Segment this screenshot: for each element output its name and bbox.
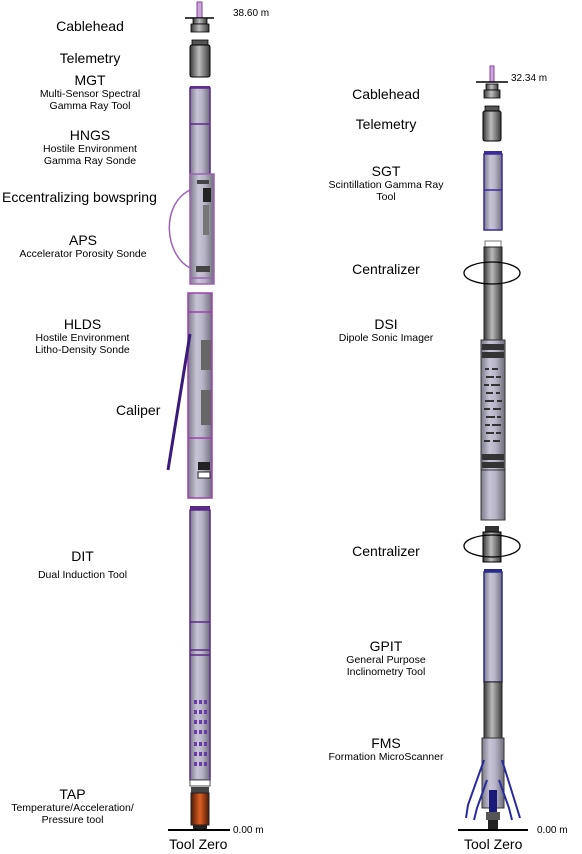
left-tool-string	[166, 1, 230, 831]
hlds-desc-1: Hostile Environment	[35, 332, 130, 345]
gpit-label: GPIT General Purpose Inclinometry Tool	[306, 638, 466, 678]
caliper-arm	[166, 333, 192, 471]
cablehead-title: Cablehead	[352, 86, 420, 102]
fms-desc: Formation MicroScanner	[328, 751, 444, 764]
mgt-desc-2: Gamma Ray Tool	[49, 100, 131, 113]
dit-label: DIT Dual Induction Tool	[10, 548, 155, 581]
centralizer-1-label: Centralizer	[316, 261, 456, 277]
dit-desc: Dual Induction Tool	[37, 569, 128, 582]
telemetry-title: Telemetry	[355, 116, 417, 132]
right-telemetry-tool	[482, 105, 502, 142]
left-dit-tool	[189, 506, 211, 781]
tap-label: TAP Temperature/Acceleration/ Pressure t…	[0, 786, 145, 826]
mgt-title: MGT	[74, 72, 106, 88]
right-bottom-depth: 0.00 m	[537, 825, 568, 836]
bowspring-label: Eccentralizing bowspring	[2, 189, 157, 205]
right-top-depth: 32.34 m	[511, 73, 548, 84]
right-dsi-tool	[463, 240, 521, 521]
right-tool-zero-label: Tool Zero	[464, 836, 523, 852]
mgt-label: MGT Multi-Sensor Spectral Gamma Ray Tool	[10, 72, 170, 112]
dsi-title: DSI	[374, 316, 398, 332]
sgt-desc-2: Tool	[376, 191, 396, 204]
right-cablehead-tool	[476, 65, 508, 99]
fms-title: FMS	[371, 735, 401, 751]
tap-desc-1: Temperature/Acceleration/	[11, 802, 134, 815]
centralizer-ring-2	[463, 534, 521, 558]
sgt-title: SGT	[371, 163, 401, 179]
centralizer-2-label: Centralizer	[316, 543, 456, 559]
caliper-title: Caliper	[116, 402, 161, 418]
gpit-desc-1: General Purpose	[346, 654, 426, 667]
tap-title: TAP	[59, 786, 86, 802]
cablehead-title: Cablehead	[56, 18, 124, 34]
right-cablehead-label: Cablehead	[316, 86, 456, 102]
right-sgt-tool	[483, 151, 503, 231]
telemetry-title: Telemetry	[59, 50, 121, 66]
gpit-title: GPIT	[369, 638, 403, 654]
hngs-label: HNGS Hostile Environment Gamma Ray Sonde	[10, 127, 170, 167]
left-telemetry-tool	[189, 39, 211, 78]
dsi-label: DSI Dipole Sonic Imager	[306, 316, 466, 344]
right-telemetry-label: Telemetry	[316, 116, 456, 132]
left-tap-tool	[189, 779, 211, 829]
hlds-title: HLDS	[63, 316, 102, 332]
left-aps-tool	[168, 173, 215, 285]
left-cablehead-tool	[185, 1, 214, 33]
mgt-desc-1: Multi-Sensor Spectral	[39, 88, 141, 101]
hlds-desc-2: Litho-Density Sonde	[35, 344, 130, 357]
centralizer-title: Centralizer	[352, 543, 420, 559]
tap-desc-2: Pressure tool	[41, 814, 104, 827]
hlds-label: HLDS Hostile Environment Litho-Density S…	[10, 316, 155, 356]
right-gpit-tool	[483, 569, 503, 683]
sgt-label: SGT Scintillation Gamma Ray Tool	[311, 163, 461, 203]
hngs-desc-2: Gamma Ray Sonde	[43, 155, 137, 168]
hngs-title: HNGS	[69, 127, 111, 143]
centralizer-title: Centralizer	[352, 261, 420, 277]
left-top-depth: 38.60 m	[233, 8, 270, 19]
left-telemetry-label: Telemetry	[10, 50, 170, 66]
dit-title: DIT	[71, 548, 94, 564]
aps-label: APS Accelerator Porosity Sonde	[3, 232, 163, 260]
aps-title: APS	[68, 232, 97, 248]
left-hlds-tool	[166, 292, 213, 499]
sgt-desc-1: Scintillation Gamma Ray	[328, 179, 444, 192]
left-bottom-depth: 0.00 m	[233, 825, 264, 836]
right-tool-string	[458, 65, 528, 831]
gpit-desc-2: Inclinometry Tool	[346, 666, 426, 679]
fms-label: FMS Formation MicroScanner	[306, 735, 466, 763]
centralizer-ring-1	[463, 261, 521, 285]
right-centralizer-tool	[463, 526, 521, 563]
bowspring-arc	[168, 189, 191, 269]
right-fms-tool	[465, 681, 521, 830]
bowspring-title: Eccentralizing bowspring	[2, 189, 157, 205]
left-cablehead-label: Cablehead	[10, 18, 170, 34]
left-tool-zero-label: Tool Zero	[169, 836, 228, 852]
caliper-label: Caliper	[116, 402, 160, 418]
dsi-desc: Dipole Sonic Imager	[338, 332, 434, 345]
aps-desc: Accelerator Porosity Sonde	[19, 248, 147, 261]
hngs-desc-1: Hostile Environment	[43, 143, 137, 156]
